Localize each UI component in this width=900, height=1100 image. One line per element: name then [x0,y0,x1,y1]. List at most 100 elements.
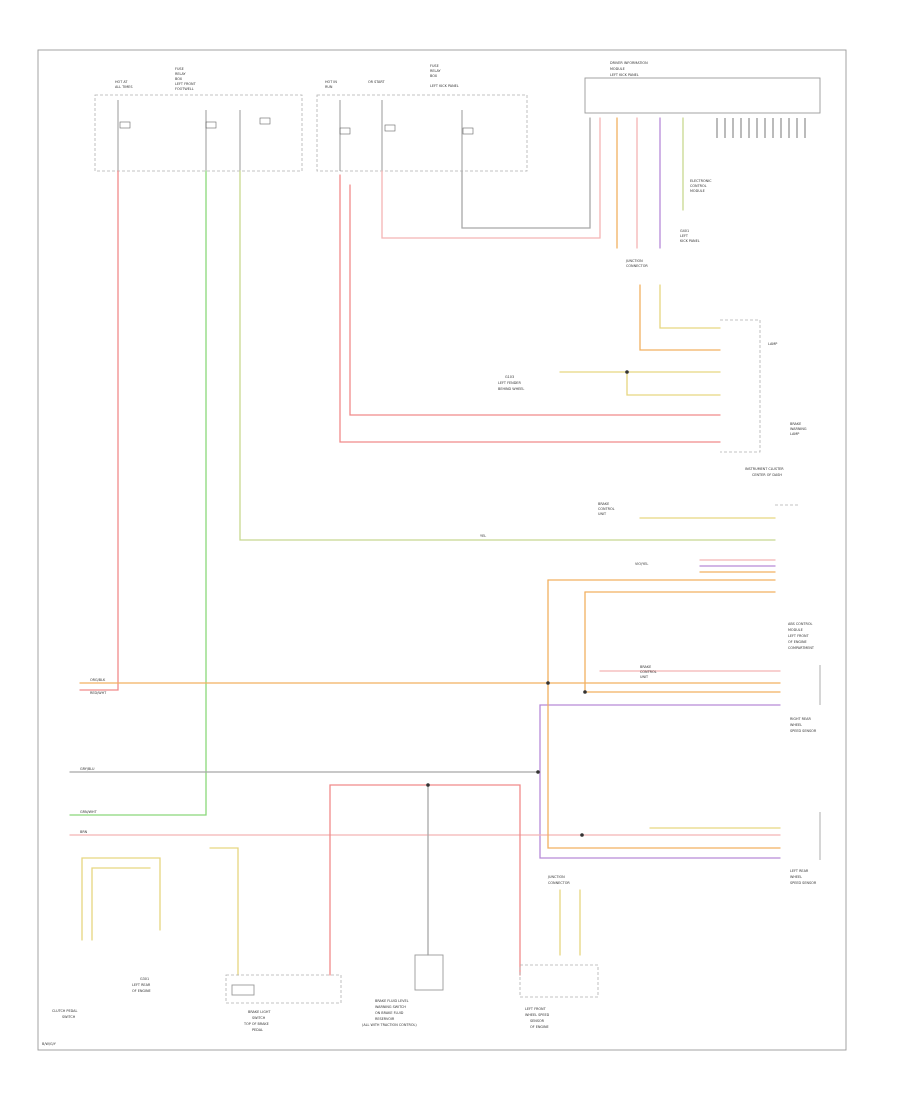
svg-text:HOT IN: HOT IN [325,80,337,84]
bottom-left-a-line2: SWITCH [62,1015,76,1019]
svg-text:RELAY: RELAY [430,69,442,73]
svg-text:G401: G401 [680,229,689,233]
module-note-line1: ELECTRONIC [690,179,712,183]
svg-text:G103: G103 [505,375,514,379]
wire-label-orange: ORG/BLK [90,678,106,682]
svg-text:BEHIND WHEEL: BEHIND WHEEL [498,387,524,391]
page-ref: B/W/G/Y [42,1042,57,1046]
svg-text:WHEEL: WHEEL [790,875,802,879]
svg-text:LEFT REAR: LEFT REAR [790,869,809,873]
bottom-mid-b-line4: RESERVOIR [375,1017,395,1021]
svg-text:KICK PANEL: KICK PANEL [680,239,700,243]
ground-top-line1: G401 [680,229,689,233]
svg-text:LAMP: LAMP [790,432,799,436]
junction-top-line1: JUNCTION [625,259,643,263]
svg-text:RED/WHT: RED/WHT [90,691,107,695]
rear-sensors: RIGHT REAR WHEEL SPEED SENSOR LEFT REAR … [640,665,821,885]
svg-text:OF ENGINE: OF ENGINE [788,640,807,644]
bottom-mid-a-line2: SWITCH [252,1016,266,1020]
module-right-line1: ABS CONTROL [788,622,812,626]
svg-text:WHEEL SPEED: WHEEL SPEED [525,1013,550,1017]
bottom-components: CLUTCH PEDAL SWITCH G301 LEFT REAR OF EN… [52,875,599,1032]
brake-mid-line1: BRAKE [640,665,651,669]
svg-text:FUSE: FUSE [430,64,439,68]
fuse-box-left-line1: HOT AT [115,80,128,84]
svg-text:BRAKE: BRAKE [640,665,651,669]
svg-text:ELECTRONIC: ELECTRONIC [690,179,712,183]
svg-text:FUSE: FUSE [175,67,184,71]
cluster-lamp2-line1: BRAKE [790,422,801,426]
svg-text:COMPARTMENT: COMPARTMENT [788,646,815,650]
fuse-box-mid-line4: FUSE [430,64,439,68]
svg-text:PEDAL: PEDAL [252,1028,263,1032]
cluster-label-line2: CENTER OF DASH [752,473,782,477]
svg-text:CONTROL: CONTROL [640,670,657,674]
svg-text:OR START: OR START [368,80,385,84]
svg-text:WARNING SWITCH: WARNING SWITCH [375,1005,406,1009]
wire-label-grey: GRY/BLU [80,767,95,771]
fuse-box-left-line6: LEFT FRONT [175,82,197,86]
cluster-lamp2-line2: WARNING [790,427,807,431]
fuse-box-mid-line5: RELAY [430,69,442,73]
fuse-box-mid: HOT IN RUN OR START FUSE RELAY BOX LEFT … [316,64,528,172]
module-note-line3: MODULE [690,189,705,193]
sensor-rl-line1: LEFT REAR [790,869,809,873]
module-right-line3: LEFT FRONT [788,634,810,638]
svg-text:HOT AT: HOT AT [115,80,128,84]
svg-text:CENTER OF DASH: CENTER OF DASH [752,473,782,477]
svg-text:SPEED SENSOR: SPEED SENSOR [790,881,817,885]
svg-text:(ALL WITH TRACTION CONTROL): (ALL WITH TRACTION CONTROL) [362,1023,417,1027]
wires-lower [69,579,781,976]
fuse-box-mid-line7: LEFT KICK PANEL [430,84,459,88]
abs-module: BRAKE CONTROL UNIT VIO/YEL ABS CONTROL M… [547,502,815,650]
module-top-right-line1: DRIVER INFORMATION [610,61,648,65]
svg-text:BRAKE LIGHT: BRAKE LIGHT [248,1010,271,1014]
svg-text:MODULE: MODULE [788,628,803,632]
wire-labels: ORG/BLK RED/WHT GRY/BLU GRN/WHT BRN YEL [80,534,486,834]
module-top-right-line3: LEFT KICK PANEL [610,73,639,77]
svg-text:CONTROL: CONTROL [690,184,707,188]
bottom-left-a-line1: CLUTCH PEDAL [52,1009,77,1013]
ground-mid-line2: LEFT FENDER [498,381,521,385]
svg-text:CONNECTOR: CONNECTOR [548,881,570,885]
svg-text:LEFT: LEFT [680,234,689,238]
module-top-right: DRIVER INFORMATION MODULE LEFT KICK PANE… [584,61,821,268]
svg-text:MODULE: MODULE [610,67,625,71]
module-right-line2: MODULE [788,628,803,632]
bottom-right-line2: WHEEL SPEED [525,1013,550,1017]
fuse-box-mid-line3: OR START [368,80,385,84]
svg-text:GRN/WHT: GRN/WHT [80,810,98,814]
ground-top-line2: LEFT [680,234,689,238]
svg-text:CLUTCH PEDAL: CLUTCH PEDAL [52,1009,77,1013]
module-right-line4: OF ENGINE [788,640,807,644]
wires-upper [69,117,776,816]
fuse-box-left-line4: RELAY [175,72,187,76]
bottom-mid-b-line5: (ALL WITH TRACTION CONTROL) [362,1023,417,1027]
junction-bottom-line2: CONNECTOR [548,881,570,885]
wire-label-yellow: YEL [480,534,486,538]
wire-label-green: GRN/WHT [80,810,98,814]
wire-label-red: RED/WHT [90,691,107,695]
svg-text:LEFT REAR: LEFT REAR [132,983,151,987]
svg-text:YEL: YEL [480,534,486,538]
svg-text:ON BRAKE FLUID: ON BRAKE FLUID [375,1011,404,1015]
svg-text:SWITCH: SWITCH [252,1016,266,1020]
cluster-lamp2-line3: LAMP [790,432,799,436]
svg-text:UNIT: UNIT [598,512,607,516]
bottom-left-b-line2: LEFT REAR [132,983,151,987]
junction-bottom-line1: JUNCTION [547,875,565,879]
bottom-mid-b-line1: BRAKE FLUID LEVEL [375,999,409,1003]
svg-text:WARNING: WARNING [790,427,807,431]
svg-text:LEFT FENDER: LEFT FENDER [498,381,521,385]
fuse-box-left-line2: ALL TIMES [115,85,132,89]
module-right-line5: COMPARTMENT [788,646,815,650]
brake-mid-line3: UNIT [640,675,649,679]
svg-text:LEFT KICK PANEL: LEFT KICK PANEL [430,84,459,88]
svg-text:RIGHT REAR: RIGHT REAR [790,717,811,721]
sensor-rl-line2: WHEEL [790,875,802,879]
sensor-rr-line3: SPEED SENSOR [790,729,817,733]
sensor-rl-line3: SPEED SENSOR [790,881,817,885]
svg-text:SWITCH: SWITCH [62,1015,76,1019]
svg-text:OF ENGINE: OF ENGINE [132,989,151,993]
fuse-box-left-line3: FUSE [175,67,184,71]
